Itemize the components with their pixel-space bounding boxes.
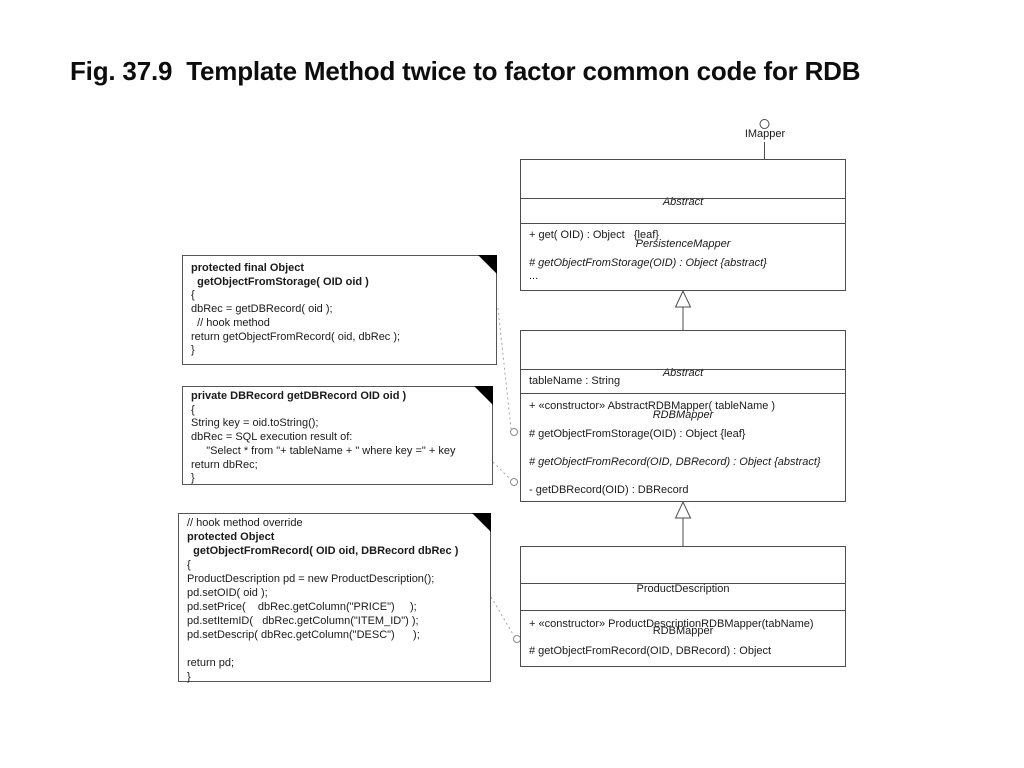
code-line: } xyxy=(191,472,195,485)
code-line: dbRec = SQL execution result of: xyxy=(191,431,353,444)
compartment-divider xyxy=(521,369,845,370)
class-name-line1: ProductDescription xyxy=(636,583,730,595)
code-line: getObjectFromStorage( OID oid ) xyxy=(191,275,369,288)
code-line: protected Object xyxy=(187,531,275,543)
method-row: + «constructor» ProductDescriptionRDBMap… xyxy=(529,618,814,630)
code-line: { xyxy=(191,289,195,302)
note2-connector-line xyxy=(492,461,511,480)
note-fold-corner-icon xyxy=(474,386,493,405)
code-line: { xyxy=(191,403,195,416)
method-row: - getDBRecord(OID) : DBRecord xyxy=(529,484,689,496)
method-row: # getObjectFromRecord(OID, DBRecord) : O… xyxy=(529,645,772,657)
method-row: # getObjectFromRecord(OID, DBRecord) : O… xyxy=(529,456,821,468)
code-line: pd.setOID( oid ); xyxy=(187,587,268,599)
code-line: protected final Object xyxy=(191,262,305,274)
method-row: # getObjectFromStorage(OID) : Object {le… xyxy=(529,428,746,440)
compartment-divider xyxy=(521,223,845,224)
class-name: Abstract RDBMapper xyxy=(521,338,845,450)
code-line: pd.setItemID( dbRec.getColumn("ITEM_ID")… xyxy=(187,615,419,627)
compartment-divider xyxy=(521,583,845,584)
method-row: + «constructor» AbstractRDBMapper( table… xyxy=(529,400,776,412)
code-line: } xyxy=(191,344,195,357)
code-note-get-db-record: private DBRecord getDBRecord OID oid ) {… xyxy=(182,386,493,485)
code-line: // hook method xyxy=(191,316,270,329)
code-line: return dbRec; xyxy=(191,458,258,471)
class-name: ProductDescription RDBMapper xyxy=(521,554,845,666)
code-line: } xyxy=(187,670,191,683)
code-line: getObjectFromRecord( OID oid, DBRecord d… xyxy=(187,545,459,557)
note3-connector-line xyxy=(490,596,515,637)
code-block: private DBRecord getDBRecord OID oid ) {… xyxy=(191,387,490,486)
class-name-line2: PersistenceMapper xyxy=(635,238,731,250)
code-line: { xyxy=(187,559,191,571)
code-line: pd.setPrice( dbRec.getColumn("PRICE") ); xyxy=(187,601,417,613)
note2-anchor-circle xyxy=(510,478,518,486)
compartment-divider xyxy=(521,393,845,394)
code-line xyxy=(187,642,488,656)
class-name-line2: RDBMapper xyxy=(652,625,714,637)
note1-connector-line xyxy=(497,307,512,430)
class-box-product-description-rdb-mapper: ProductDescription RDBMapper + «construc… xyxy=(520,546,846,667)
class-name-line1: Abstract xyxy=(662,196,704,208)
note-fold-corner-icon xyxy=(472,513,491,532)
compartment-divider xyxy=(521,198,845,199)
attribute-row: tableName : String xyxy=(529,375,621,387)
method-ellipsis-row: ... xyxy=(529,270,539,282)
method-row: # getObjectFromStorage(OID) : Object {ab… xyxy=(529,257,767,269)
code-line: ProductDescription pd = new ProductDescr… xyxy=(187,573,435,585)
code-line: pd.setDescrip( dbRec.getColumn("DESC") )… xyxy=(187,629,420,641)
figure-title: Fig. 37.9 Template Method twice to facto… xyxy=(70,56,861,86)
code-line: private DBRecord getDBRecord OID oid ) xyxy=(191,390,407,402)
note-fold-corner-icon xyxy=(478,255,497,274)
interface-label: IMapper xyxy=(744,128,786,140)
class-box-abstract-persistence-mapper: Abstract PersistenceMapper + get( OID) :… xyxy=(520,159,846,291)
code-note-get-object-from-storage: protected final Object getObjectFromStor… xyxy=(182,255,497,365)
code-note-get-object-from-record: // hook method override protected Object… xyxy=(178,513,491,684)
code-line: // hook method override xyxy=(187,517,303,529)
method-row: + get( OID) : Object {leaf} xyxy=(529,229,659,241)
class-name: Abstract PersistenceMapper xyxy=(521,167,845,279)
code-line: dbRec = getDBRecord( oid ); xyxy=(191,303,333,316)
class-name-line1: Abstract xyxy=(662,367,704,379)
code-block: protected final Object getObjectFromStor… xyxy=(191,256,494,358)
code-line: return pd; xyxy=(187,656,235,669)
code-line: "Select * from "+ tableName + " where ke… xyxy=(191,444,456,457)
generalization-rdbmapper-arrowhead-icon xyxy=(674,289,692,308)
code-line: return getObjectFromRecord( oid, dbRec )… xyxy=(191,330,401,343)
code-block: // hook method override protected Object… xyxy=(187,514,488,684)
note1-anchor-circle xyxy=(510,428,518,436)
compartment-divider xyxy=(521,610,845,611)
generalization-productdescription-arrowhead-icon xyxy=(674,500,692,519)
class-name-line2: RDBMapper xyxy=(652,409,714,421)
code-line: String key = oid.toString(); xyxy=(191,417,319,430)
class-box-abstract-rdb-mapper: Abstract RDBMapper tableName : String + … xyxy=(520,330,846,502)
